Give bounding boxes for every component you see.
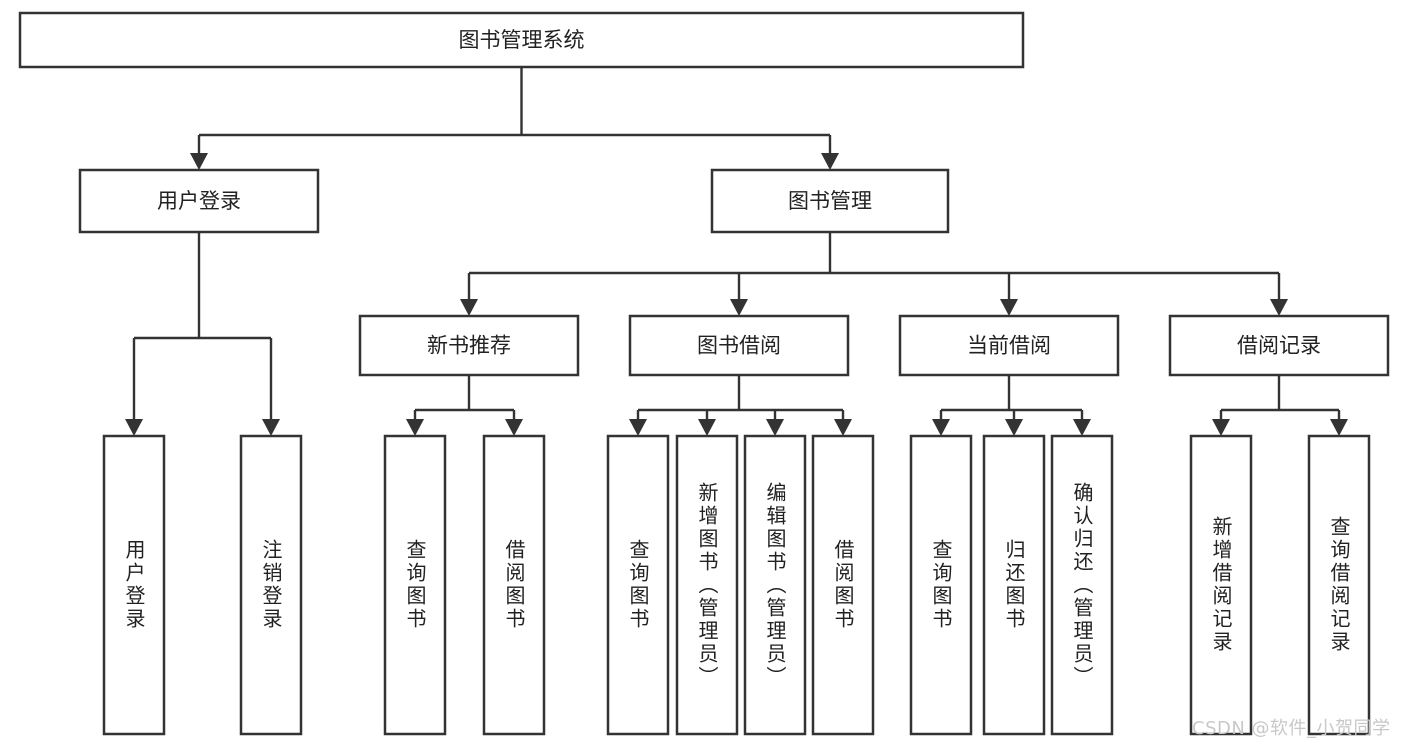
node-user-login-rect[interactable] xyxy=(78,168,320,234)
node-borrow-record-label: 借阅记录 xyxy=(1237,334,1321,358)
arrow-head-icon xyxy=(698,419,716,436)
node-new-book-rec[interactable]: 新书推荐 xyxy=(358,314,580,377)
arrow-head-icon xyxy=(629,419,647,436)
arrow-head-icon xyxy=(730,299,748,316)
arrow-head-icon xyxy=(1073,419,1091,436)
node-leaf-rec-borrow[interactable] xyxy=(482,434,546,736)
node-leaf-cur-confirm[interactable] xyxy=(1050,434,1114,736)
arrow-head-icon xyxy=(1000,299,1018,316)
arrow-head-icon xyxy=(1212,419,1230,436)
node-leaf-borrow-edit-rect[interactable] xyxy=(743,434,807,736)
node-leaf-cur-return-rect[interactable] xyxy=(982,434,1046,736)
node-leaf-rec-add-rect[interactable] xyxy=(1189,434,1253,736)
node-leaf-borrow-add[interactable] xyxy=(675,434,739,736)
arrow-head-icon xyxy=(1270,299,1288,316)
arrow-head-icon xyxy=(834,419,852,436)
node-book-borrow-label: 图书借阅 xyxy=(697,334,781,358)
arrow-head-icon xyxy=(460,299,478,316)
node-leaf-rec-query2-rect[interactable] xyxy=(1307,434,1371,736)
connectors-layer xyxy=(125,67,1348,436)
node-leaf-cur-query-rect[interactable] xyxy=(909,434,973,736)
node-book-borrow-rect[interactable] xyxy=(628,314,850,377)
node-leaf-cur-query[interactable] xyxy=(909,434,973,736)
arrow-head-icon xyxy=(932,419,950,436)
node-current-borrow[interactable]: 当前借阅 xyxy=(898,314,1120,377)
node-current-borrow-label: 当前借阅 xyxy=(967,334,1051,358)
node-book-manage[interactable]: 图书管理 xyxy=(710,168,950,234)
node-book-manage-label: 图书管理 xyxy=(788,189,872,213)
arrow-head-icon xyxy=(406,419,424,436)
node-leaf-rec-query-rect[interactable] xyxy=(383,434,447,736)
node-leaf-borrow-take[interactable] xyxy=(811,434,875,736)
node-leaf-user-logout-rect[interactable] xyxy=(239,434,303,736)
node-root[interactable]: 图书管理系统 xyxy=(18,11,1025,69)
node-leaf-cur-confirm-rect[interactable] xyxy=(1050,434,1114,736)
node-leaf-user-login-rect[interactable] xyxy=(102,434,166,736)
node-leaf-rec-borrow-rect[interactable] xyxy=(482,434,546,736)
node-leaf-borrow-add-rect[interactable] xyxy=(675,434,739,736)
node-leaf-rec-query2[interactable] xyxy=(1307,434,1371,736)
node-user-login[interactable]: 用户登录 xyxy=(78,168,320,234)
node-borrow-record[interactable]: 借阅记录 xyxy=(1168,314,1390,377)
node-leaf-rec-query[interactable] xyxy=(383,434,447,736)
node-leaf-borrow-edit[interactable] xyxy=(743,434,807,736)
node-leaf-borrow-query[interactable] xyxy=(606,434,670,736)
node-leaf-user-logout[interactable] xyxy=(239,434,303,736)
node-leaf-rec-add[interactable] xyxy=(1189,434,1253,736)
node-book-borrow[interactable]: 图书借阅 xyxy=(628,314,850,377)
node-leaf-borrow-query-rect[interactable] xyxy=(606,434,670,736)
node-leaf-user-login[interactable] xyxy=(102,434,166,736)
arrow-head-icon xyxy=(766,419,784,436)
node-leaf-borrow-take-rect[interactable] xyxy=(811,434,875,736)
arrow-head-icon xyxy=(262,419,280,436)
arrow-head-icon xyxy=(125,419,143,436)
node-book-manage-rect[interactable] xyxy=(710,168,950,234)
arrow-head-icon xyxy=(190,153,208,170)
node-borrow-record-rect[interactable] xyxy=(1168,314,1390,377)
arrow-head-icon xyxy=(821,153,839,170)
node-leaf-cur-return[interactable] xyxy=(982,434,1046,736)
node-user-login-label: 用户登录 xyxy=(157,189,241,213)
node-root-label: 图书管理系统 xyxy=(459,28,585,52)
csdn-watermark: CSDN @软件_小贺同学 xyxy=(1192,718,1391,739)
node-new-book-rec-rect[interactable] xyxy=(358,314,580,377)
arrow-head-icon xyxy=(505,419,523,436)
node-new-book-rec-label: 新书推荐 xyxy=(427,334,511,358)
arrow-head-icon xyxy=(1005,419,1023,436)
node-root-rect[interactable] xyxy=(18,11,1025,69)
node-current-borrow-rect[interactable] xyxy=(898,314,1120,377)
arrow-head-icon xyxy=(1330,419,1348,436)
